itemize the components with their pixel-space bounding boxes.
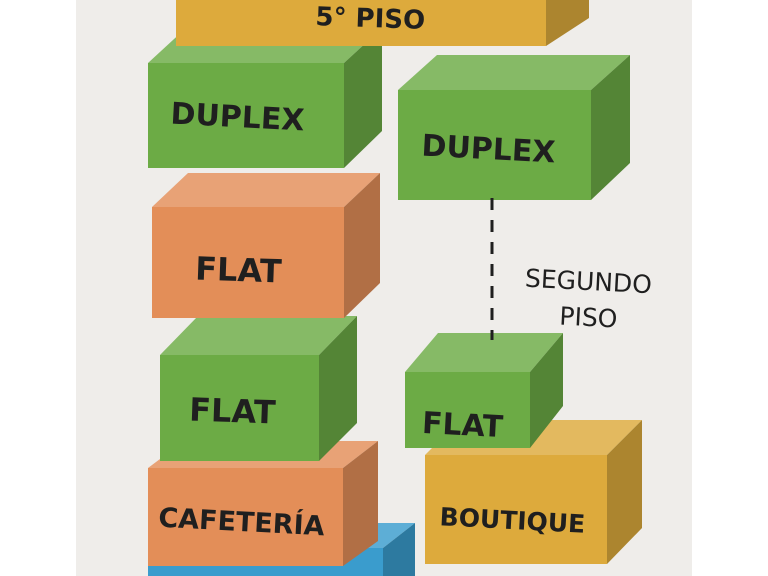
block-flat-right: FLAT <box>405 333 563 448</box>
duplex-left-label: DUPLEX <box>170 97 306 139</box>
block-fifth-floor: 5° PISO <box>176 0 589 46</box>
block-flat-lower-left: FLAT <box>160 316 357 461</box>
block-cafeteria: CAFETERÍA <box>148 441 378 566</box>
block-duplex-right: DUPLEX <box>398 55 630 200</box>
block-duplex-left: DUPLEX <box>148 28 382 168</box>
block-flat-upper-left: FLAT <box>152 173 380 318</box>
flat-right-label: FLAT <box>421 406 504 445</box>
segundo-piso-label-line2: PISO <box>559 302 618 334</box>
flat-upper-left-label: FLAT <box>195 250 283 291</box>
duplex-right-label: DUPLEX <box>421 129 557 171</box>
flat-lower-left-label: FLAT <box>189 391 277 432</box>
fifth-floor-label: 5° PISO <box>315 2 426 36</box>
block-boutique: BOUTIQUE <box>425 420 642 564</box>
segundo-piso-label-line1: SEGUNDO <box>524 264 652 300</box>
